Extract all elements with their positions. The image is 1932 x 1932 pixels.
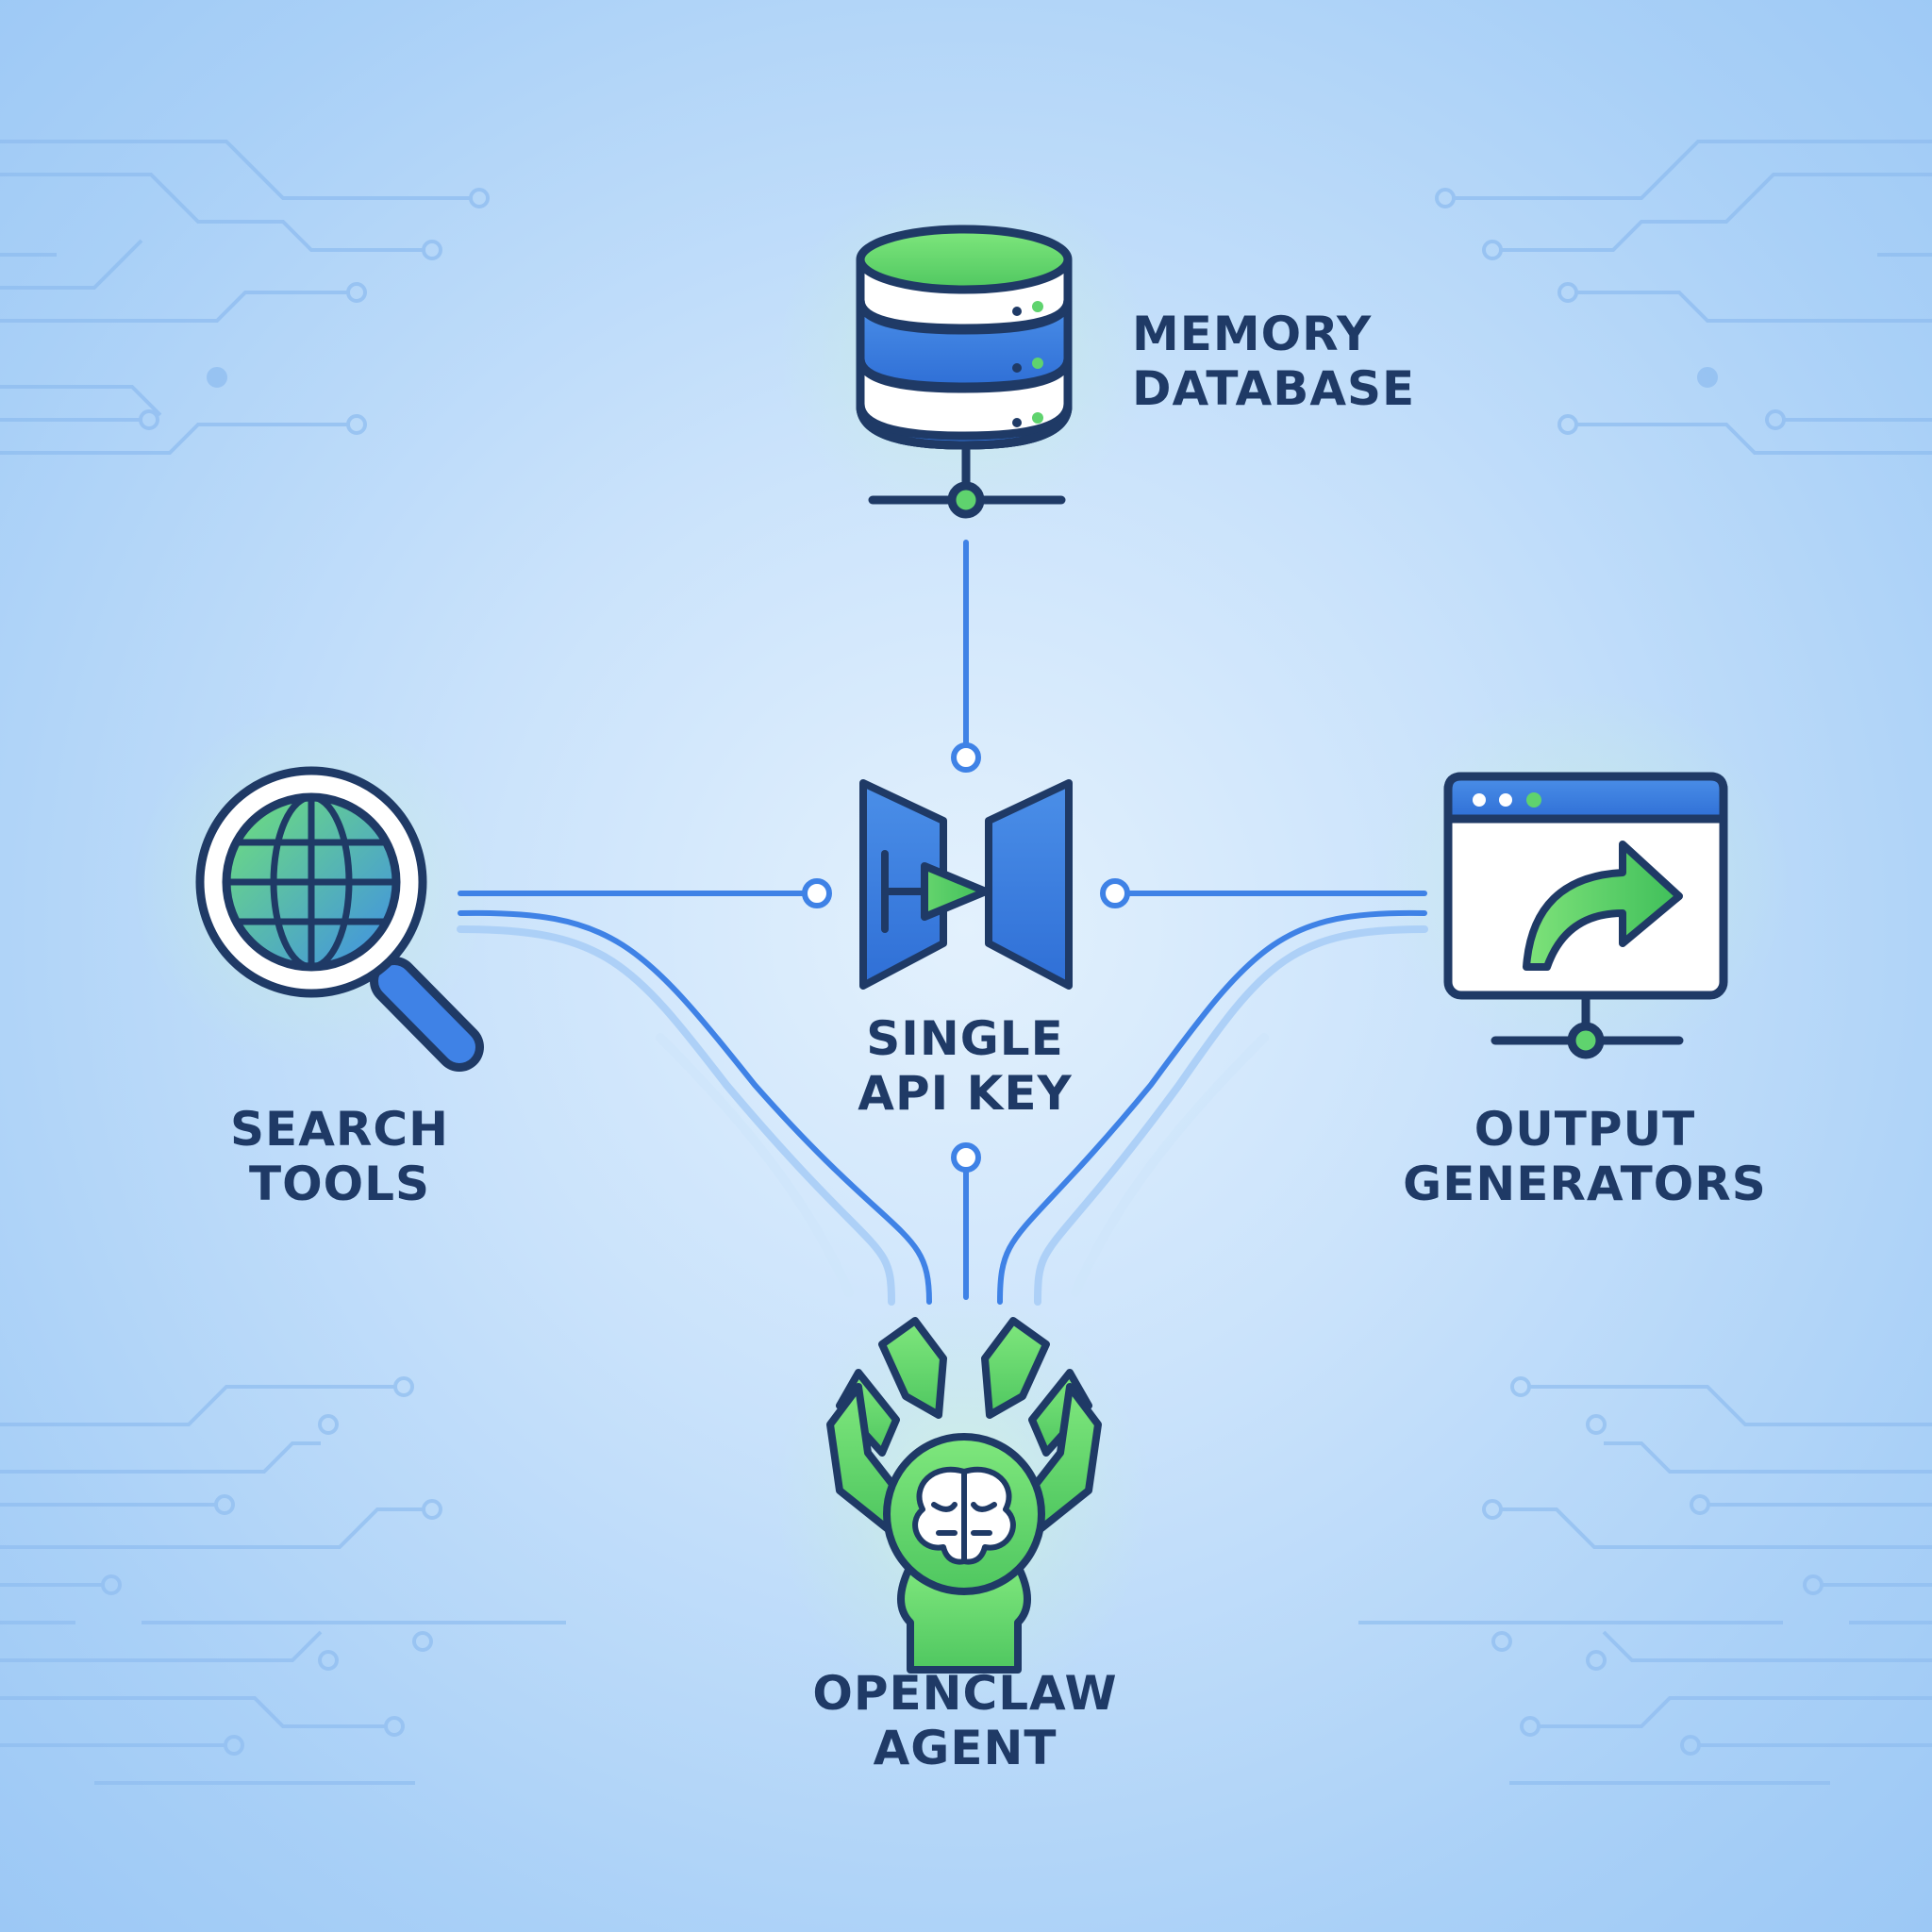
output-connector-dot [1100, 878, 1130, 908]
single-api-key-label: SINGLE API KEY [755, 1011, 1175, 1121]
search-to-agent-curve [458, 909, 932, 1305]
output-generators-label: OUTPUT GENERATORS [1377, 1102, 1792, 1211]
search-tools-label-line2: TOOLS [249, 1157, 430, 1211]
memory-database-label-line2: DATABASE [1132, 361, 1416, 416]
search-tools-label-line1: SEARCH [230, 1102, 449, 1157]
memory-database-label: MEMORY DATABASE [1132, 307, 1415, 416]
search-to-agent-curve-light [457, 925, 895, 1306]
openclaw-agent-label-line2: AGENT [873, 1721, 1058, 1775]
browser-share-icon [1443, 772, 1728, 1059]
single-api-key-label-line2: API KEY [858, 1066, 1073, 1121]
globe-search-icon [195, 766, 484, 1072]
memory-database-label-line1: MEMORY [1132, 307, 1373, 361]
output-generators-label-line1: OUTPUT [1474, 1102, 1696, 1157]
single-api-key-label-line1: SINGLE [866, 1011, 1064, 1066]
circuit-decoration-bottom-right [1358, 1376, 1932, 1785]
circuit-decoration-top-left [0, 140, 490, 455]
circuit-decoration-top-right [1435, 140, 1932, 455]
api-gateway-icon [859, 779, 1073, 990]
output-generators-label-line2: GENERATORS [1403, 1157, 1767, 1211]
output-to-agent-curve-light [1034, 925, 1428, 1306]
output-to-agent-curve [997, 909, 1427, 1305]
search-connector-dot [802, 878, 832, 908]
circuit-decoration-bottom-left [0, 1376, 566, 1785]
agent-connector-dot [951, 1142, 981, 1173]
openclaw-agent-label: OPENCLAW AGENT [726, 1666, 1204, 1775]
claw-brain-icon [826, 1317, 1102, 1674]
search-tools-label: SEARCH TOOLS [189, 1102, 491, 1211]
memory-connector-dot [951, 742, 981, 773]
connection-lines [457, 540, 1428, 1306]
database-icon [856, 225, 1073, 519]
openclaw-agent-label-line1: OPENCLAW [812, 1666, 1118, 1721]
